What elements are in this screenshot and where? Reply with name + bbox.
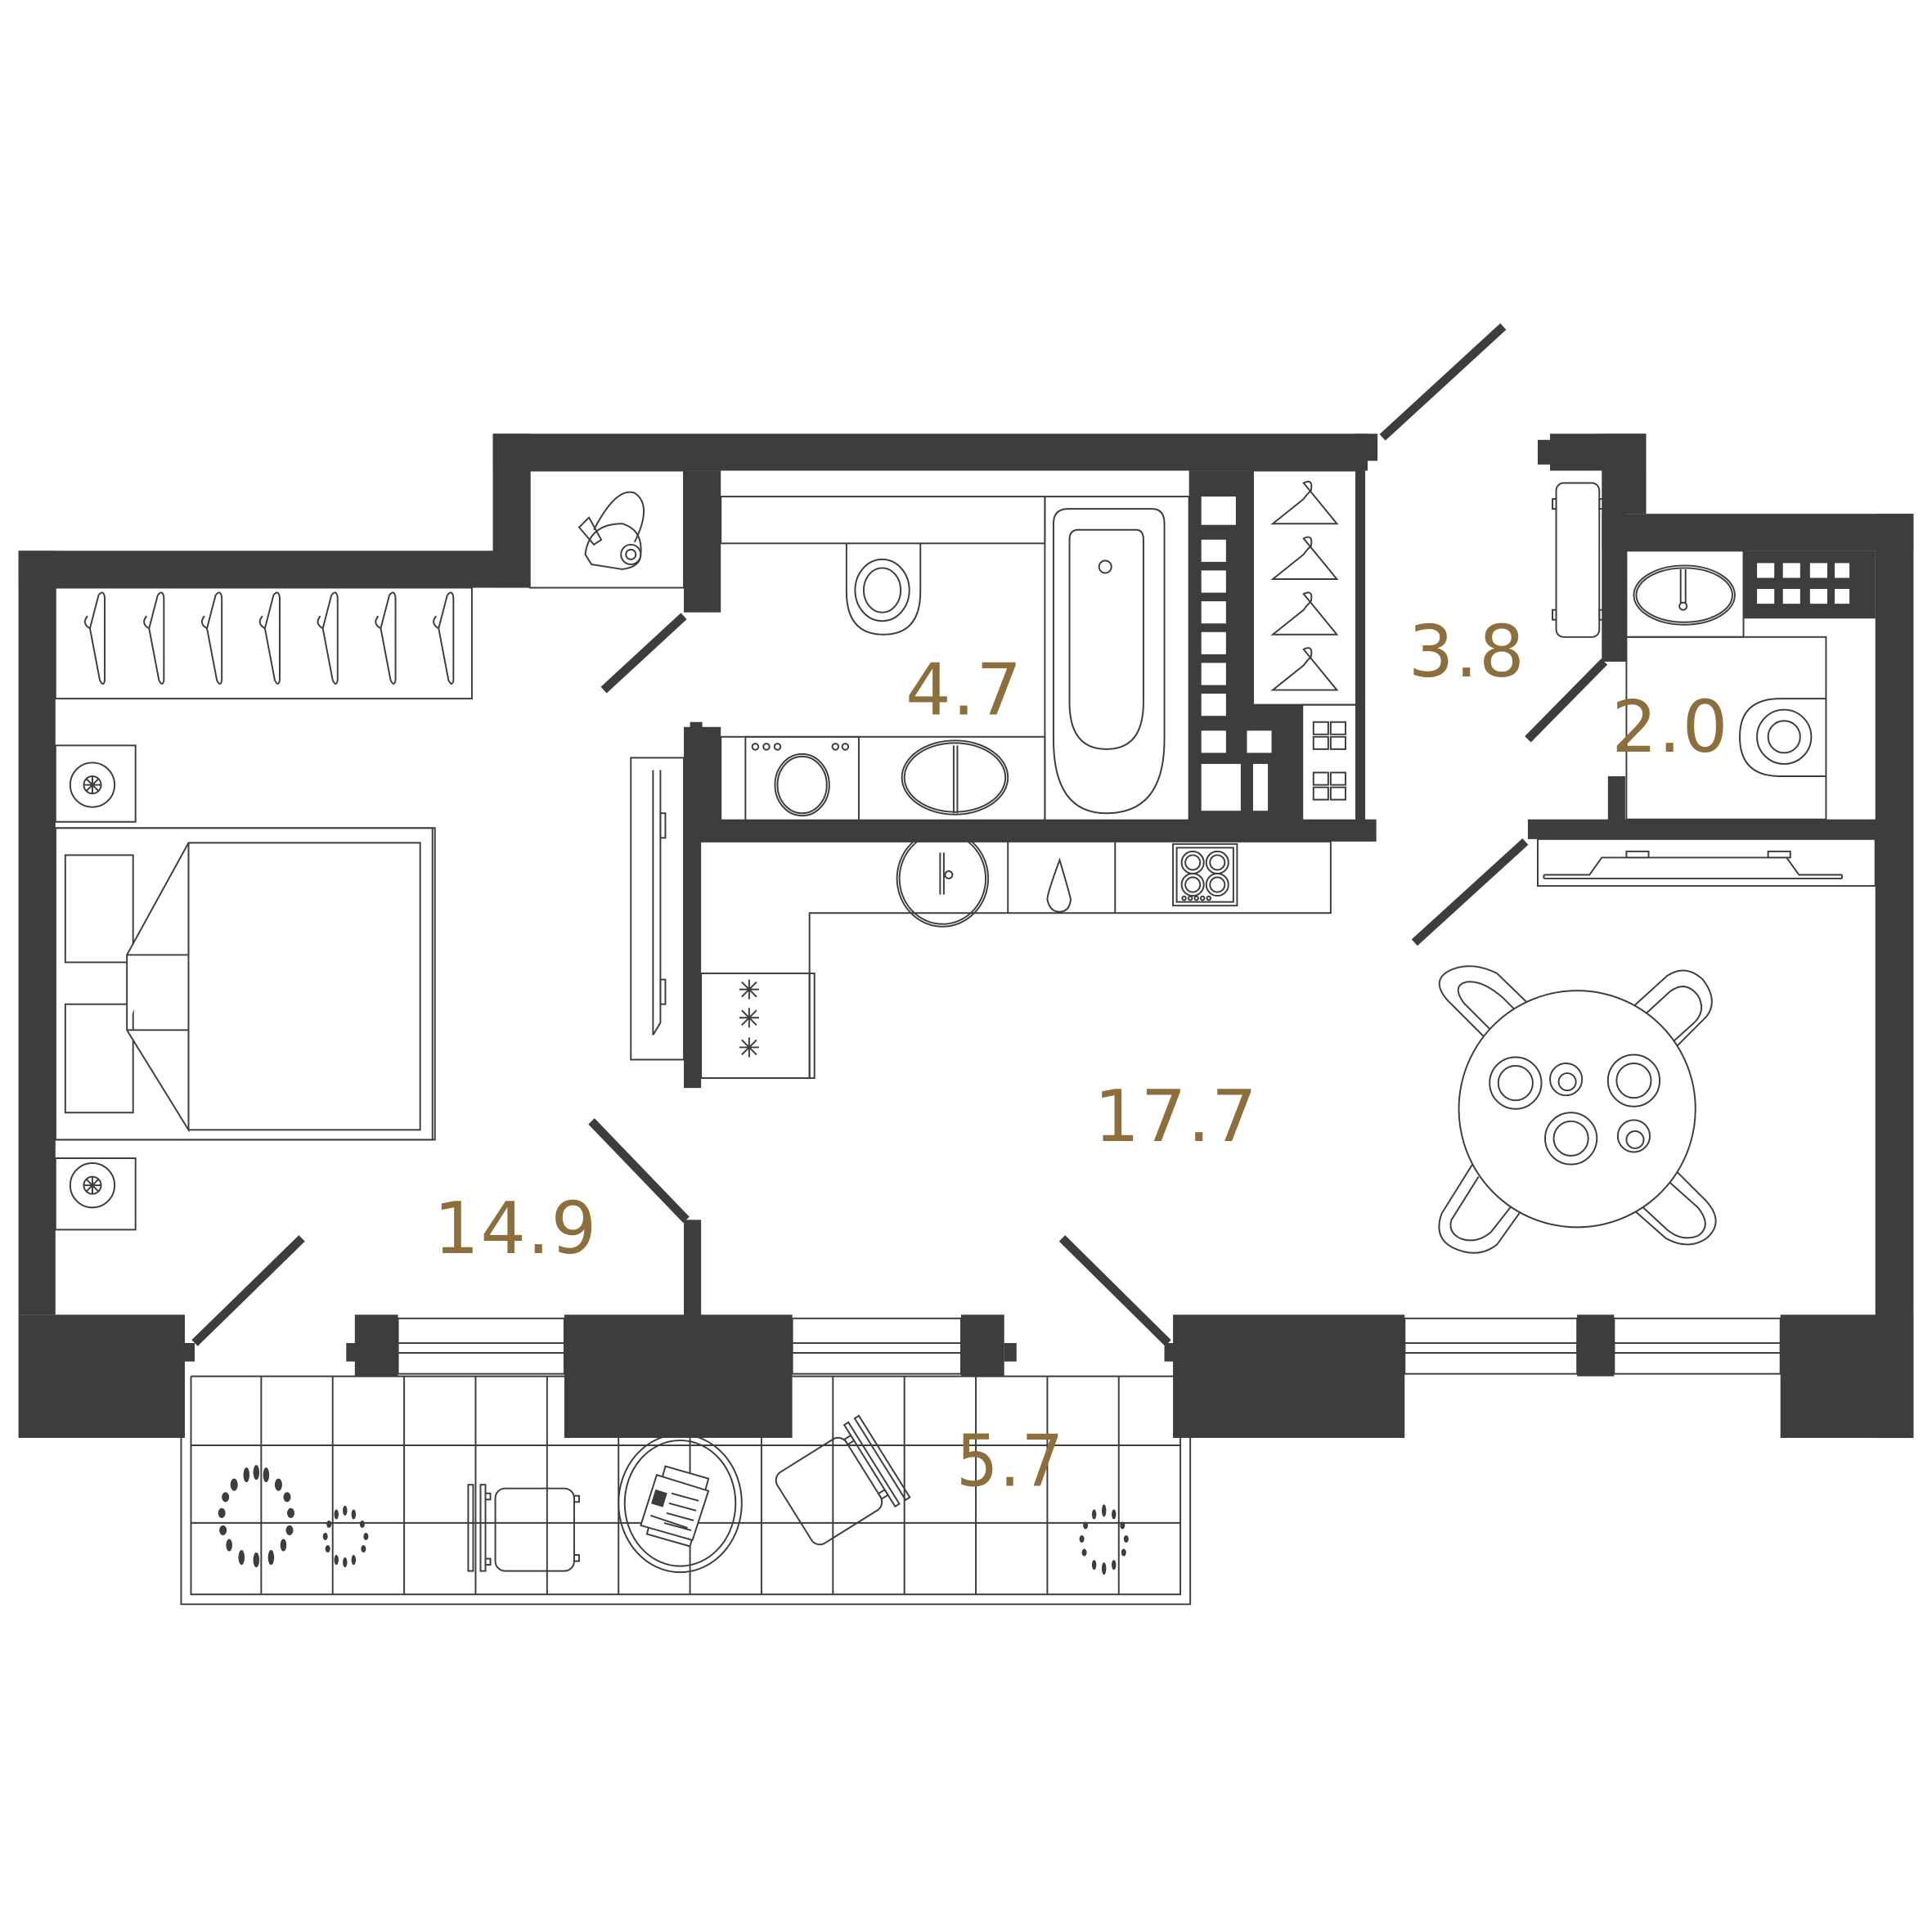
plant-icon: [218, 1465, 1129, 1575]
chair: [1438, 965, 1539, 1049]
hallway-area-label: 3.8: [1409, 610, 1525, 694]
windows: [397, 1317, 1781, 1375]
vacuum-cleaner-icon: [577, 491, 645, 570]
storage-door: [600, 613, 687, 694]
bedroom-balcony-door: [191, 1235, 305, 1346]
hanger-icon: [1270, 480, 1339, 691]
balcony-chair-icon: [467, 1484, 580, 1572]
bathroom-area-label: 4.7: [905, 649, 1022, 732]
chair: [1438, 1164, 1529, 1254]
freezer-icon: [700, 973, 815, 1080]
nightstand-lamp-icon: [54, 1157, 137, 1231]
wc-door: [1525, 658, 1608, 743]
entrance-door: [1379, 323, 1507, 441]
kitchen: [700, 829, 1332, 1080]
washing-machine-icon: [744, 735, 860, 822]
balcony-area-label: 5.7: [956, 1420, 1065, 1503]
wardrobe-hangers-icon: [83, 591, 455, 685]
bed-icon: [54, 827, 436, 1141]
toilet-icon: [845, 543, 922, 636]
vacuum-storage: [528, 470, 685, 589]
dining-table-icon: [1438, 965, 1717, 1254]
balcony-chair-icon: [775, 1414, 911, 1546]
walls: [18, 434, 1914, 1438]
balcony-tile-lines: [260, 1376, 1120, 1595]
radiator-icon: [1536, 838, 1876, 887]
area-labels: 4.7 3.8 2.0 17.7 14.9 5.7: [434, 610, 1728, 1503]
tv-icon: [630, 757, 685, 1061]
bed-area: [54, 744, 436, 1231]
living-balcony-door: [1058, 1235, 1171, 1346]
nightstand-lamp-icon: [54, 744, 137, 823]
radiator-icon: [1201, 496, 1272, 811]
cooktop-icon: [1172, 842, 1238, 907]
radiator-icon: [1743, 550, 1876, 619]
bathtub-icon: [1044, 496, 1190, 822]
toilet-icon: [1739, 698, 1826, 777]
wc-area-label: 2.0: [1611, 685, 1728, 769]
washbasin-icon: [901, 739, 1009, 815]
bedroom-area-label: 14.9: [434, 1187, 598, 1270]
bedroom-door: [588, 1118, 690, 1223]
chair: [1625, 969, 1713, 1054]
wc-fixtures: [1536, 550, 1876, 887]
bench-icon: [1552, 482, 1604, 638]
doors: [191, 323, 1608, 1346]
washbasin-icon: [1633, 564, 1736, 626]
hall-closet: [1252, 470, 1604, 822]
chair: [1623, 1163, 1717, 1246]
balcony: [180, 1375, 1192, 1606]
bathroom-fixtures: [720, 496, 1272, 822]
balcony-table-icon: [618, 1433, 743, 1574]
wardrobe: [54, 586, 473, 700]
water-drop-icon: [1046, 857, 1072, 913]
kitchen-sink-icon: [896, 829, 990, 928]
kitchen-door: [1411, 838, 1529, 946]
kitchen-living-area-label: 17.7: [1094, 1075, 1259, 1158]
shoe-rack-icon: [1301, 703, 1359, 822]
